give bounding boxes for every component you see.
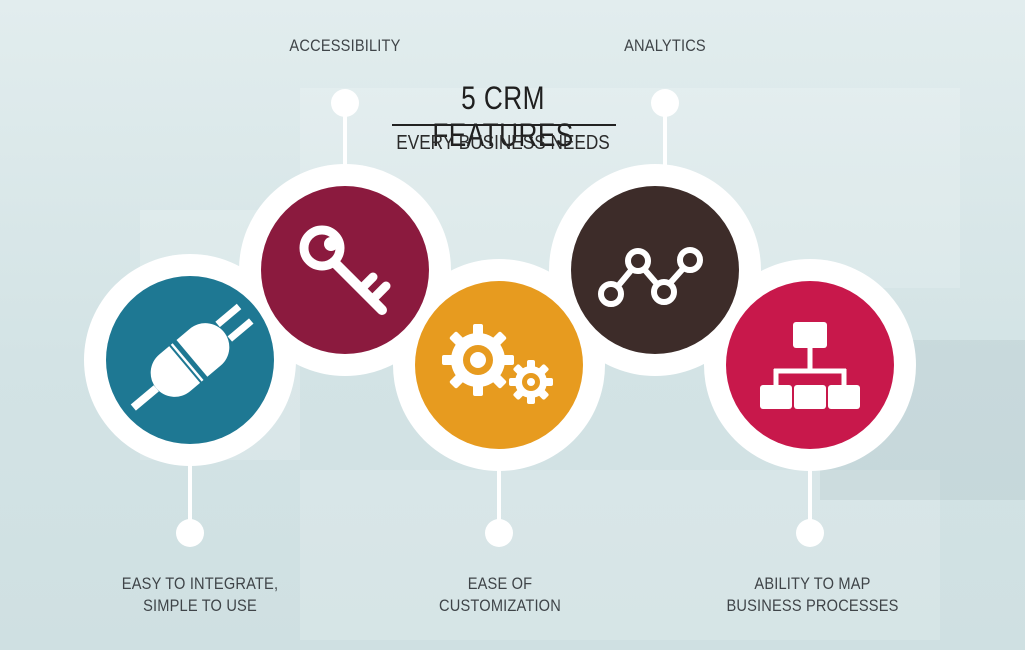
label-line: BUSINESS PROCESSES <box>726 596 899 615</box>
connector-dots <box>176 89 824 547</box>
label-line: ACCESSIBILITY <box>289 36 401 55</box>
label-line: EASE OF <box>467 574 533 593</box>
page-title: 5 CRM FEATURES <box>432 80 574 153</box>
connector-dot <box>176 519 204 547</box>
feature-circle-analytics <box>571 186 739 354</box>
page-subtitle: EVERY BUSINESS NEEDS <box>396 132 610 154</box>
connector-dot <box>331 89 359 117</box>
label-customization: EASE OF CUSTOMIZATION <box>423 573 578 617</box>
line-graph-icon <box>598 247 703 307</box>
connector-dot <box>796 519 824 547</box>
connector-dot <box>651 89 679 117</box>
label-line: CUSTOMIZATION <box>439 596 561 615</box>
plug-icon <box>130 303 254 411</box>
label-process-mapping: ABILITY TO MAP BUSINESS PROCESSES <box>716 573 910 617</box>
label-line: ANALYTICS <box>624 36 706 55</box>
label-line: SIMPLE TO USE <box>143 596 257 615</box>
title-underline <box>392 124 616 126</box>
label-line: EASY TO INTEGRATE, <box>121 574 279 593</box>
background-panel <box>300 470 940 640</box>
key-icon <box>299 225 391 315</box>
connector-dot <box>485 519 513 547</box>
label-line: ABILITY TO MAP <box>754 574 871 593</box>
label-accessibility: ACCESSIBILITY <box>276 35 414 57</box>
label-integration: EASY TO INTEGRATE, SIMPLE TO USE <box>110 573 291 617</box>
gears-icon <box>442 324 553 404</box>
flowchart-icon <box>760 322 860 409</box>
label-analytics: ANALYTICS <box>601 35 730 57</box>
